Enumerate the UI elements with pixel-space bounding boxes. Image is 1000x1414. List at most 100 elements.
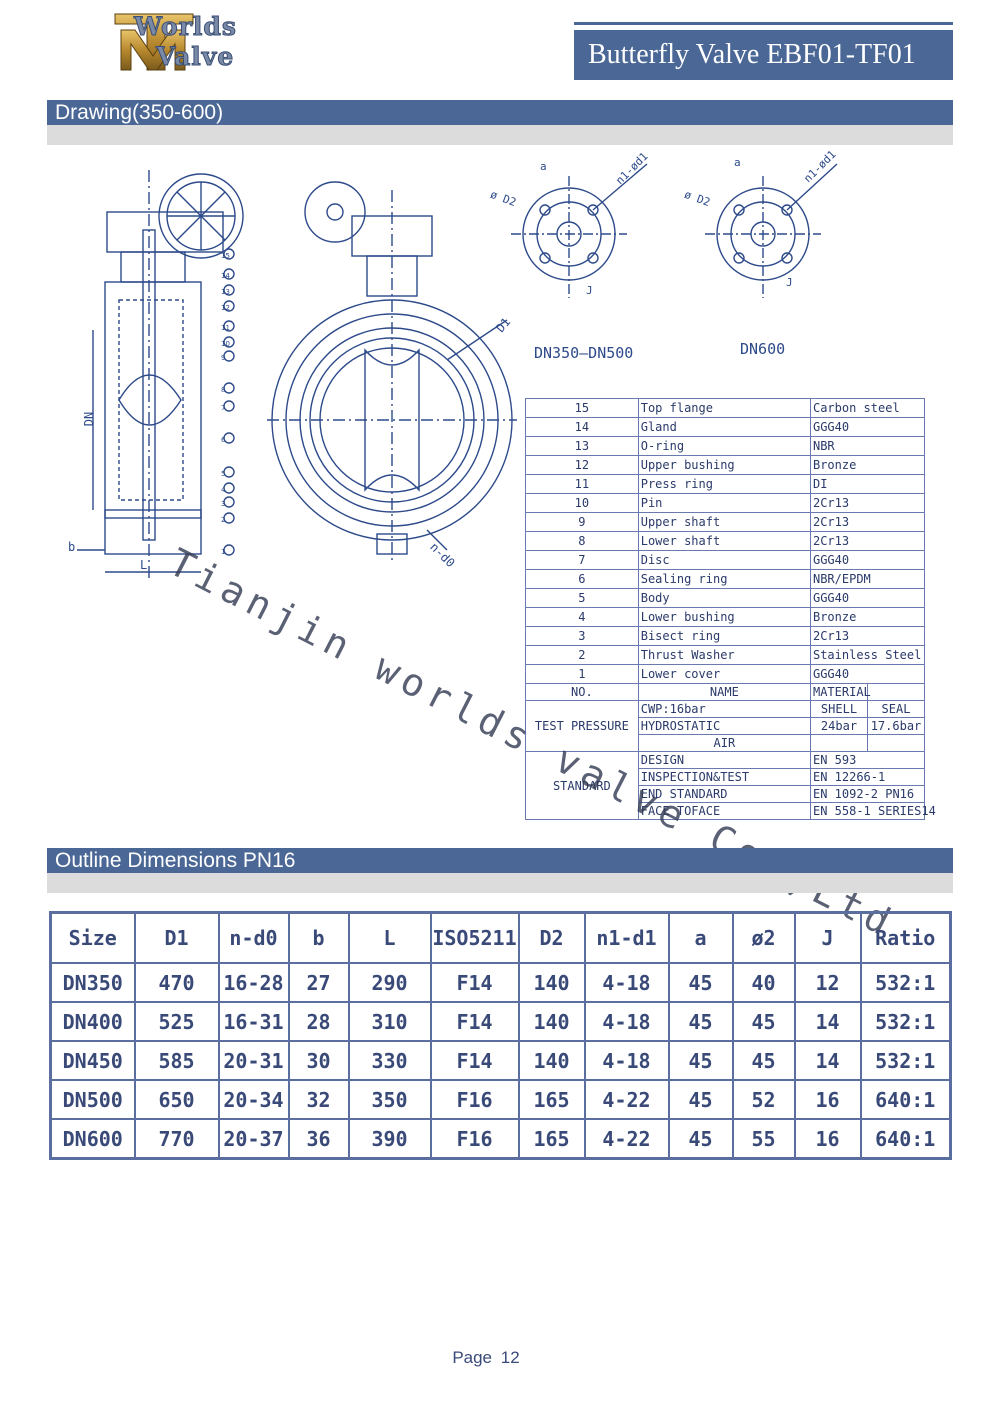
test-row-2: HYDROSTATIC 24bar 17.6bar (526, 717, 926, 735)
dimensions-cell: 470 (133, 962, 220, 1003)
dimensions-cell: 640:1 (859, 1118, 952, 1160)
part-name: Top flange (637, 398, 811, 418)
view-label-dn350-500: DN350–DN500 (534, 344, 634, 362)
dimensions-header-cell: Ratio (859, 911, 952, 964)
part-no: 2 (525, 645, 639, 665)
dimensions-header-cell: n-d0 (217, 911, 290, 964)
callout-13: 13 (221, 288, 230, 296)
dimensions-cell: 4-22 (583, 1118, 670, 1160)
dimensions-cell: 30 (287, 1040, 350, 1081)
page-label: Page (452, 1348, 493, 1367)
label-a-1: a (540, 160, 547, 173)
callout-11: 11 (221, 324, 230, 332)
dimensions-cell: 14 (793, 1040, 862, 1081)
dimensions-cell: 532:1 (859, 962, 952, 1003)
part-no: 13 (525, 436, 639, 456)
dimensions-cell: 45 (667, 1118, 734, 1160)
part-name: Upper bushing (637, 455, 811, 475)
standard-value: EN 558-1 SERIES14 (809, 802, 936, 820)
dimensions-cell: 4-22 (583, 1079, 670, 1120)
standard-row-3: END STANDARD EN 1092-2 PN16 (526, 785, 926, 803)
part-name: Disc (637, 550, 811, 570)
parts-header-row: NO. NAME MATERIAL (525, 683, 926, 701)
side-section-view (77, 170, 244, 580)
page-number: 12 (500, 1348, 520, 1367)
test-row-1: TEST PRESSURE CWP:16bar SHELL SEAL (525, 700, 926, 752)
part-name: Thrust Washer (637, 645, 811, 665)
dimensions-header-cell: ISO5211 (429, 911, 520, 964)
dimensions-cell: 16 (793, 1079, 862, 1120)
header-no: NO. (525, 683, 639, 701)
label-a-2: a (734, 156, 741, 169)
callout-12: 12 (221, 304, 230, 312)
view-label-dn600: DN600 (740, 340, 786, 358)
test-shell-header: SHELL (809, 700, 868, 718)
standard-value: EN 1092-2 PN16 (809, 785, 926, 803)
part-material: GGG40 (809, 550, 926, 570)
dimensions-cell: F14 (429, 1040, 520, 1081)
callout-8: 8 (221, 386, 226, 394)
dimensions-cell: 14 (793, 1001, 862, 1042)
dimensions-cell: 12 (793, 962, 862, 1003)
standard-row-4: FACE TOFACE EN 558-1 SERIES14 (526, 802, 936, 820)
header-spacer (866, 683, 926, 701)
part-name: O-ring (637, 436, 811, 456)
dimensions-cell: F14 (429, 1001, 520, 1042)
dimensions-header-cell: a (667, 911, 734, 964)
dimensions-cell: 390 (347, 1118, 432, 1160)
test-hydrostatic: HYDROSTATIC (637, 717, 811, 735)
part-material: Bronze (809, 455, 926, 475)
section-title-outline: Outline Dimensions PN16 (47, 848, 953, 873)
dimensions-cell: 16-31 (217, 1001, 290, 1042)
standard-value: EN 593 (809, 751, 926, 769)
part-no: 5 (525, 588, 639, 608)
callout-5: 5 (221, 470, 226, 478)
dimensions-cell: 165 (517, 1079, 586, 1120)
section-underbar (47, 125, 953, 145)
part-material: GGG40 (809, 588, 926, 608)
top-flange-view-dn600 (705, 163, 838, 298)
test-shell-value: 24bar (809, 717, 868, 735)
section-underbar (47, 873, 953, 893)
dimensions-cell: 45 (731, 1001, 796, 1042)
label-j-2: J (786, 276, 793, 289)
part-name: Sealing ring (637, 569, 811, 589)
dimensions-cell: 45 (731, 1040, 796, 1081)
part-material: 2Cr13 (809, 493, 926, 513)
header-material: MATERIAL (809, 683, 871, 701)
dimensions-cell: 4-18 (583, 962, 670, 1003)
part-material: Carbon steel (809, 398, 926, 418)
dimensions-cell: DN450 (49, 1040, 136, 1081)
dimensions-cell: 350 (347, 1079, 432, 1120)
part-no: 7 (525, 550, 639, 570)
standard-row-2: INSPECTION&TEST EN 12266-1 (526, 768, 926, 786)
dimensions-cell: 140 (517, 962, 586, 1003)
header-name: NAME (637, 683, 811, 701)
title-rule (574, 22, 953, 25)
test-air: AIR (637, 734, 811, 752)
front-view (267, 181, 517, 560)
dimensions-cell: 4-18 (583, 1040, 670, 1081)
dimensions-header-cell: Size (49, 911, 136, 964)
dimensions-cell: 32 (287, 1079, 350, 1120)
part-name: Upper shaft (637, 512, 811, 532)
part-no: 9 (525, 512, 639, 532)
dimensions-cell: 532:1 (859, 1040, 952, 1081)
part-material: NBR (809, 436, 926, 456)
dimensions-header-cell: D2 (517, 911, 586, 964)
